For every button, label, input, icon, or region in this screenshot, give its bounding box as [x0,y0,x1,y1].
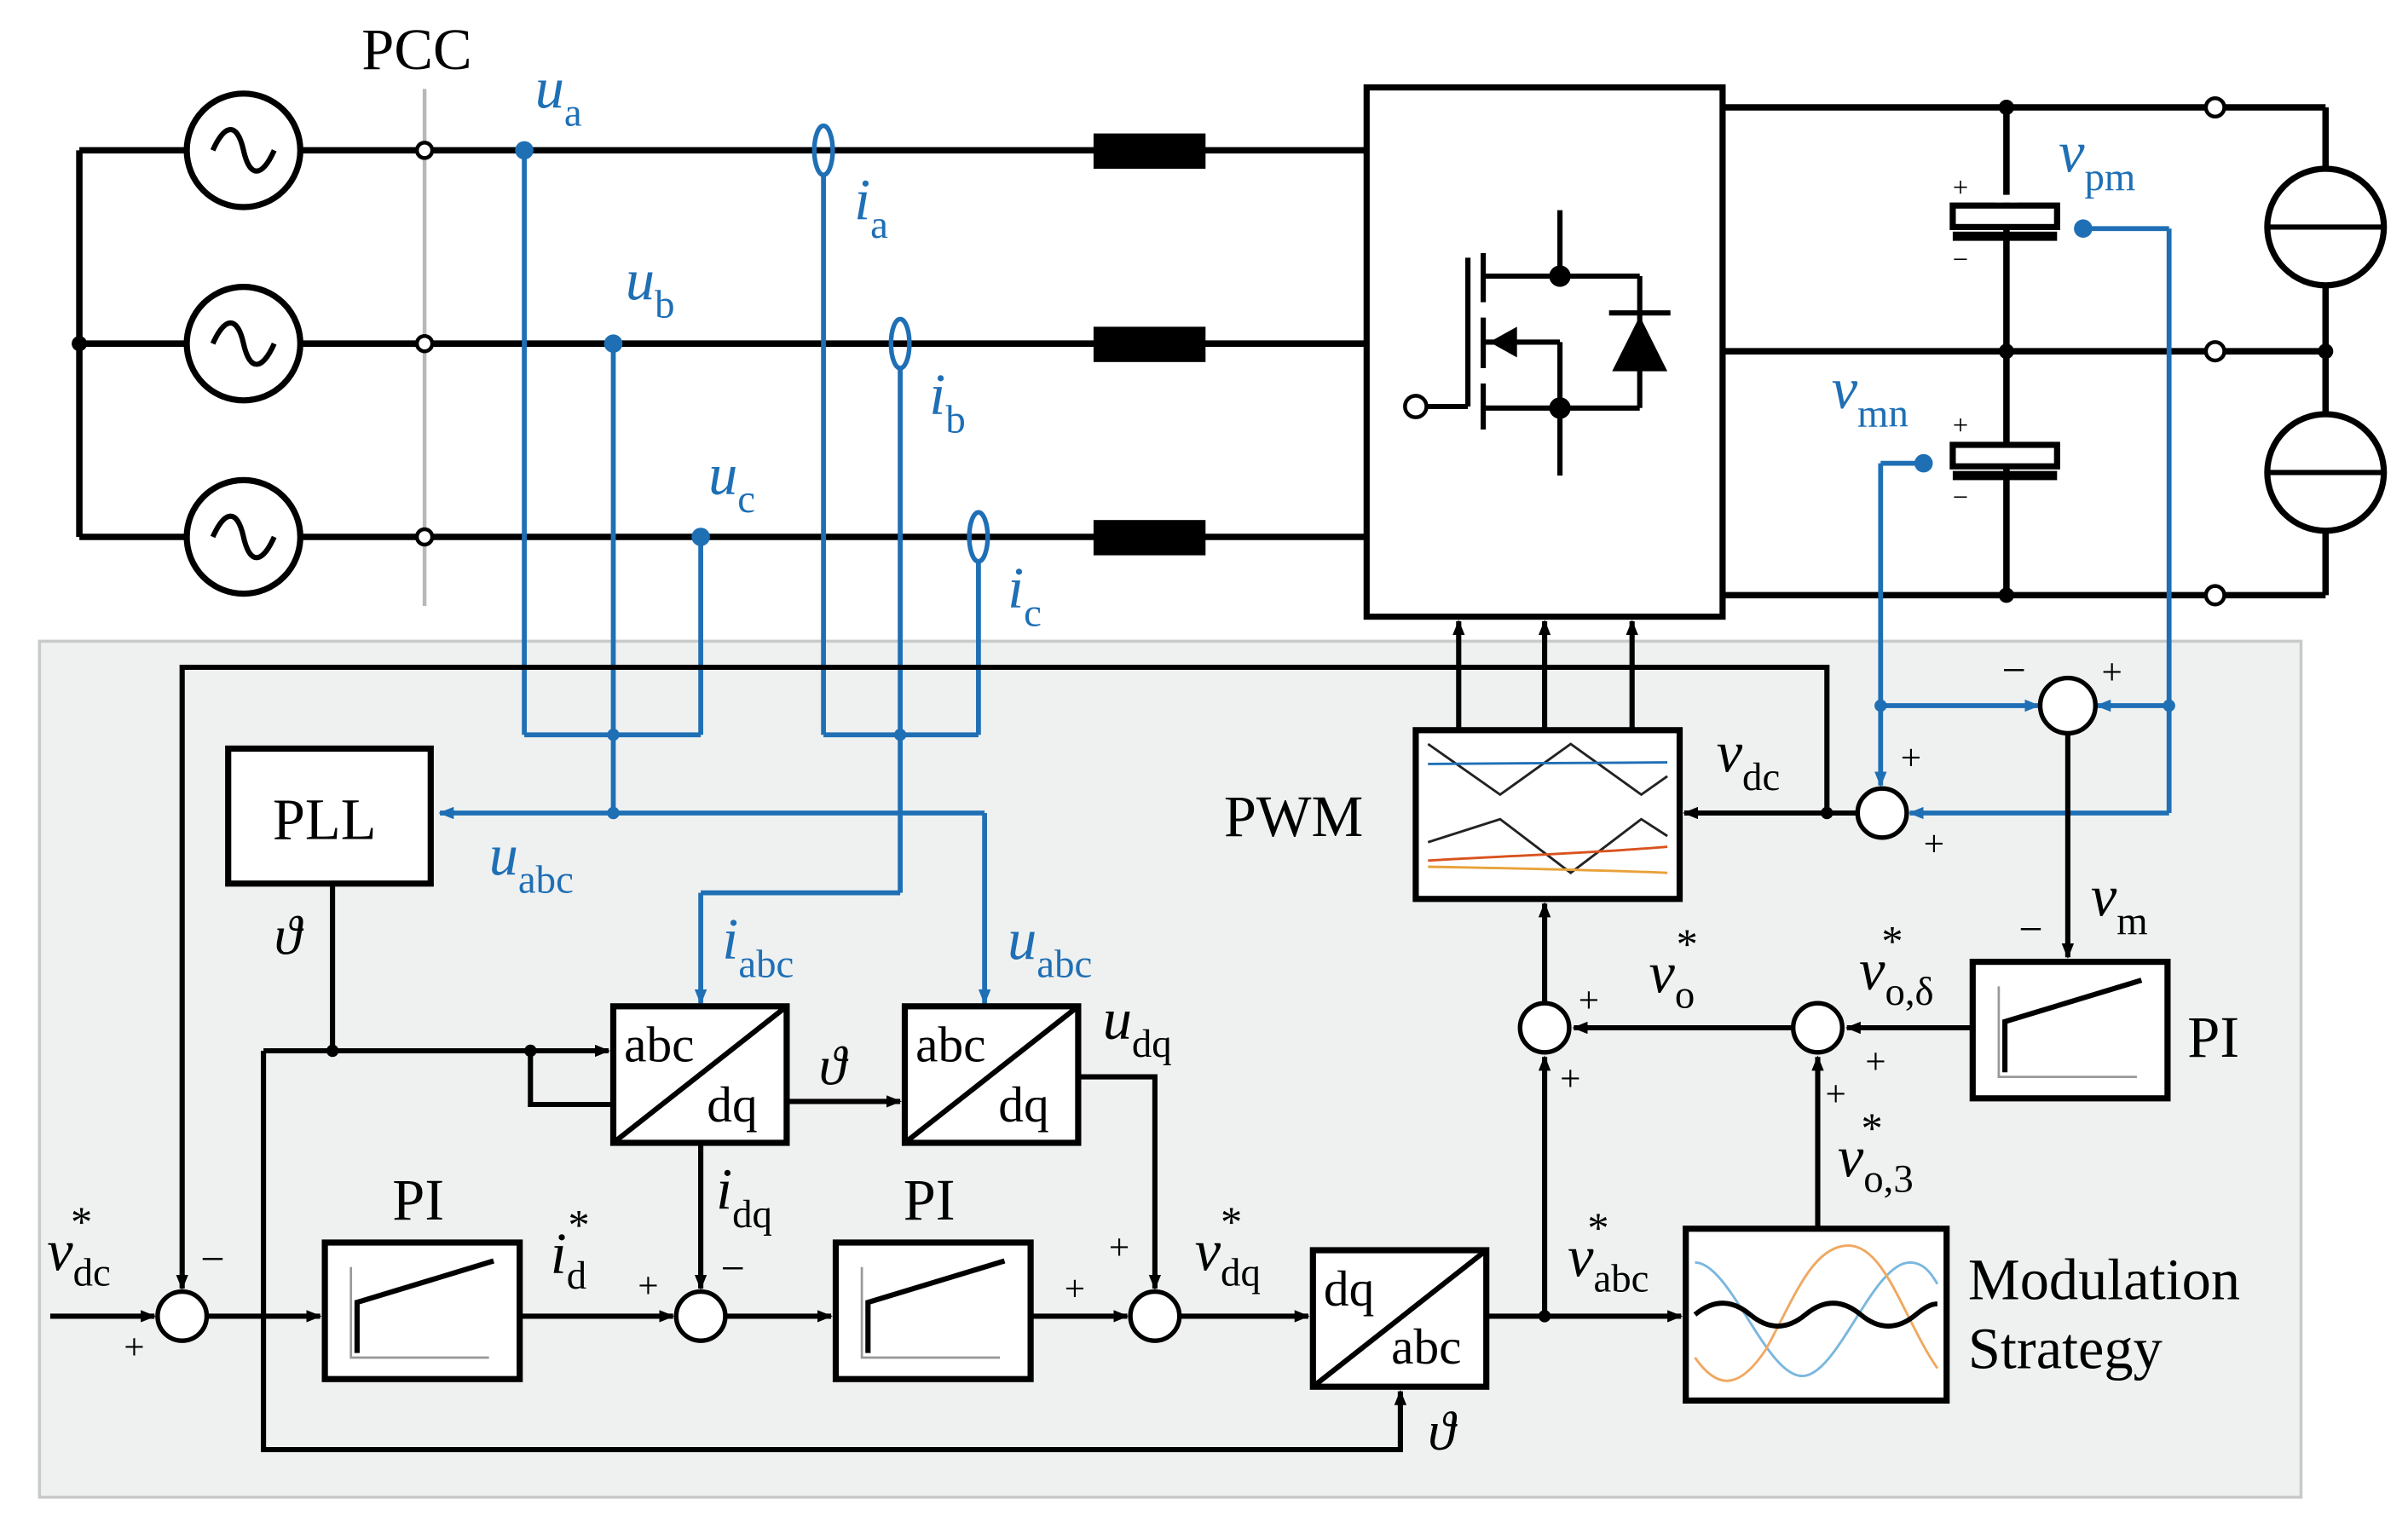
label-vpm: vpm [2059,120,2135,200]
label-uabc-pll: uabc [489,822,574,903]
sum-node-id [673,1289,728,1343]
label-vdq-ref: vdq* [1195,1198,1261,1295]
converter-block [1363,84,1726,620]
abc-dq-transform-voltage [901,1003,1082,1146]
transform2-abc: abc [915,1017,985,1073]
sign-plus: + [638,1266,658,1306]
pcc-label: PCC [361,17,471,82]
sum-node-dc [155,1289,210,1343]
label-idq: idq [716,1156,772,1237]
label-vm: vm [2091,864,2148,944]
sign-minus: − [1953,245,1968,275]
sum-node-vod [1791,1001,1845,1055]
label-ic: ic [1008,556,1042,636]
label-iabc: iabc [722,907,794,987]
label-vod-ref: vo,δ* [1859,917,1934,1014]
sign-minus: − [2018,905,2042,953]
label-vdc: vdc [1717,719,1781,799]
transform1-dq: dq [707,1076,757,1133]
ac-source-a [183,90,303,210]
pwm-block [1412,727,1683,903]
pll-block [225,745,434,887]
pi-label-current: PI [904,1168,956,1232]
sign-minus: − [200,1235,224,1283]
label-vabc-ref: vabc* [1568,1204,1649,1301]
label-vo3-ref: vo,3* [1838,1104,1914,1202]
modulation-strategy-block [1683,1225,1950,1404]
label-ub: ub [626,247,675,327]
sign-plus: + [1953,172,1968,203]
theta-label-dqabc: ϑ [1428,1401,1458,1462]
sign-plus: + [2102,653,2122,693]
ac-source-c [183,476,303,597]
pi-label-voltage: PI [392,1168,444,1232]
pi-block-balance [1969,959,2171,1102]
text-labels: PCC PLL PWM PI PI PI Modulation Strategy… [47,17,2240,1462]
label-ib: ib [929,362,965,442]
label-udq: udq [1103,987,1172,1067]
label-uc: uc [708,442,755,522]
power-circuit [72,84,2388,620]
transform3-dq: dq [1324,1260,1374,1317]
label-ia: ia [854,167,888,247]
sum-node-dq [1128,1289,1182,1343]
switch-icon [1403,210,1671,476]
label-vo-ref: vo* [1649,920,1698,1018]
capacitor-upper [1949,194,2060,241]
pwm-label: PWM [1224,784,1363,849]
sign-plus: + [1924,824,1944,864]
current-source-lower [2264,411,2388,534]
measurement-signals [438,123,2175,1005]
capacitor-lower [1949,441,2060,481]
sign-plus: + [1109,1228,1129,1268]
sum-node-vo [1517,1001,1572,1055]
theta-label-transform: ϑ [819,1036,849,1098]
inductor-c [1093,520,1206,556]
sign-plus: + [1826,1075,1846,1115]
pi-block-current [832,1239,1034,1382]
sum-node-vdc [1855,786,1909,840]
transform1-abc: abc [624,1017,694,1073]
sign-minus: − [721,1244,745,1292]
transform3-abc: abc [1391,1318,1461,1375]
current-source-upper [2264,165,2388,289]
abc-dq-transform-current [609,1003,790,1146]
pll-label: PLL [273,787,377,852]
sign-plus: + [1560,1059,1580,1099]
sign-plus: + [1865,1042,1885,1082]
inductor-a [1093,133,1206,169]
label-id-ref: id* [551,1201,590,1298]
modulation-label-line1: Modulation [1968,1248,2240,1312]
transform2-dq: dq [998,1076,1048,1133]
sign-plus: + [1953,410,1968,441]
sum-node-vm [2037,675,2098,736]
inductor-b [1093,326,1206,362]
pi-block-voltage [321,1239,523,1382]
label-vdc-ref: vdc* [47,1198,111,1295]
label-ua: ua [535,55,582,136]
sign-plus: + [1579,981,1599,1021]
pi-label-balance: PI [2187,1005,2239,1070]
modulation-label-line2: Strategy [1968,1317,2163,1381]
sign-minus: − [1953,482,1968,513]
label-vmn: vmn [1832,356,1908,436]
sign-minus: − [2002,646,2026,694]
sign-plus: + [124,1328,144,1368]
ac-source-b [183,284,303,404]
sign-plus: + [1065,1269,1085,1309]
sign-plus: + [1901,739,1921,779]
label-uabc: uabc [1008,907,1092,987]
control-wiring [49,620,2075,1453]
theta-label-pll: ϑ [274,906,304,967]
